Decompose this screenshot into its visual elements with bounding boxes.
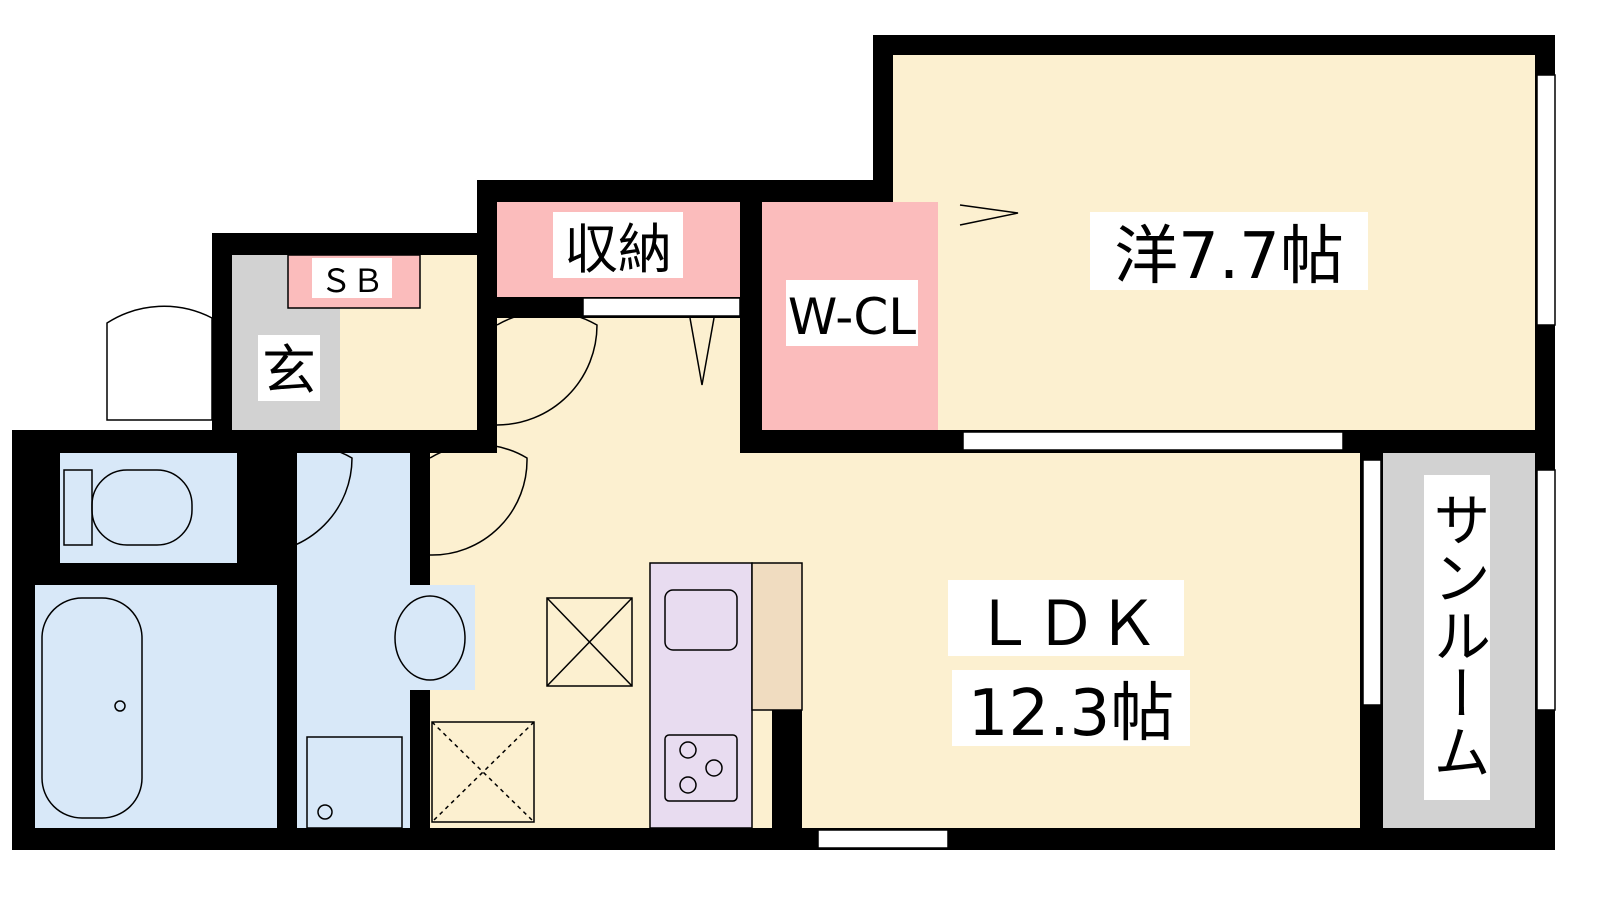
wcl-label: W-CL: [788, 288, 916, 346]
bathroom: [35, 585, 277, 828]
washroom-right: [410, 585, 475, 690]
shoe-box-label: ＳＢ: [320, 262, 384, 300]
fixtures: [41, 204, 1019, 829]
windows: [582, 74, 1556, 849]
kitchen-counter: [649, 562, 753, 829]
ldk-label: ＬＤＫ: [973, 587, 1159, 660]
ldk-room: [430, 453, 1360, 828]
sunroom-label: サンルーム: [1423, 490, 1491, 780]
entrance-label: 玄: [262, 339, 316, 402]
hall-corridor: [497, 318, 740, 453]
pillar: [772, 710, 802, 828]
washroom: [297, 453, 410, 828]
western-room-label: 洋7.7帖: [1114, 220, 1344, 294]
ldk-size-label: 12.3帖: [968, 677, 1175, 751]
side-counter: [751, 562, 803, 711]
storage-label: 収納: [564, 218, 672, 281]
